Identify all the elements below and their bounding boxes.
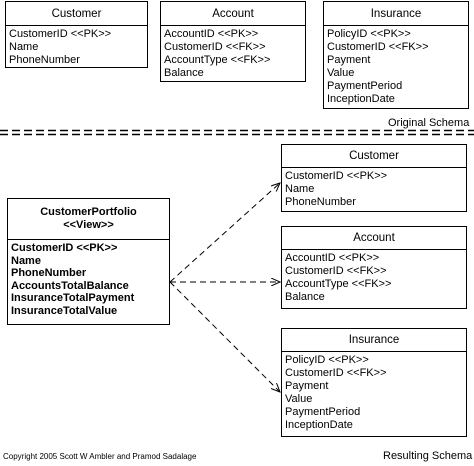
attribute: CustomerID <<FK>> bbox=[164, 41, 266, 53]
attribute: Name bbox=[11, 254, 41, 267]
attribute: CustomerID <<PK>> bbox=[11, 242, 118, 254]
attribute: Balance bbox=[285, 291, 325, 303]
attribute: AccountID <<PK>> bbox=[285, 252, 380, 264]
resulting-account-table: Account AccountID <<PK>> CustomerID <<FK… bbox=[281, 226, 467, 309]
attribute-list: AccountID <<PK>> CustomerID <<FK>> Accou… bbox=[161, 26, 305, 80]
attribute: InsuranceTotalPayment bbox=[11, 292, 135, 304]
attribute: AccountType <<FK>> bbox=[164, 54, 271, 66]
attribute-list: CustomerID <<PK>> Name PhoneNumber bbox=[6, 26, 147, 67]
attribute: Balance bbox=[164, 67, 204, 79]
attribute-list: CustomerID <<PK>> Name PhoneNumber Accou… bbox=[8, 240, 169, 317]
copyright-text: Copyright 2005 Scott W Ambler and Pramod… bbox=[3, 452, 197, 461]
attribute: Name bbox=[9, 41, 39, 53]
attribute: PolicyID <<PK>> bbox=[327, 28, 411, 40]
view-name: CustomerPortfolio bbox=[40, 206, 137, 218]
attribute: Payment bbox=[327, 54, 371, 66]
attribute: PhoneNumber bbox=[285, 196, 356, 208]
attribute: Payment bbox=[285, 380, 329, 392]
attribute: Name bbox=[285, 183, 315, 195]
attribute: PolicyID <<PK>> bbox=[285, 354, 369, 366]
attribute: AccountType <<FK>> bbox=[285, 278, 392, 290]
attribute: CustomerID <<PK>> bbox=[285, 170, 388, 182]
attribute: AccountID <<PK>> bbox=[164, 28, 259, 40]
attribute: PaymentPeriod bbox=[327, 80, 403, 92]
attribute: InceptionDate bbox=[327, 93, 395, 105]
resulting-customer-table: Customer CustomerID <<PK>> Name PhoneNum… bbox=[281, 144, 467, 212]
attribute: AccountsTotalBalance bbox=[11, 279, 129, 292]
attribute: PaymentPeriod bbox=[285, 406, 361, 418]
table-name: Insurance bbox=[282, 329, 466, 352]
view-header: CustomerPortfolio <<View>> bbox=[8, 199, 169, 240]
original-schema-caption: Original Schema bbox=[388, 117, 470, 129]
attribute: InceptionDate bbox=[285, 419, 353, 431]
view-to-customer-arrow bbox=[169, 183, 280, 283]
attribute: InsuranceTotalValue bbox=[11, 304, 118, 317]
table-name: Account bbox=[282, 227, 466, 250]
table-name: Customer bbox=[6, 2, 147, 26]
attribute-list: PolicyID <<PK>> CustomerID <<FK>> Paymen… bbox=[282, 352, 466, 432]
resulting-schema-caption: Resulting Schema bbox=[383, 450, 473, 462]
customer-portfolio-view: CustomerPortfolio <<View>> CustomerID <<… bbox=[7, 198, 170, 325]
original-insurance-table: Insurance PolicyID <<PK>> CustomerID <<F… bbox=[323, 1, 469, 109]
attribute-list: PolicyID <<PK>> CustomerID <<FK>> Paymen… bbox=[324, 26, 468, 106]
view-stereotype: <<View>> bbox=[63, 219, 114, 231]
resulting-insurance-table: Insurance PolicyID <<PK>> CustomerID <<F… bbox=[281, 328, 467, 437]
attribute: CustomerID <<FK>> bbox=[285, 265, 387, 277]
table-name: Insurance bbox=[324, 2, 468, 26]
view-to-insurance-arrow bbox=[169, 281, 280, 392]
original-customer-table: Customer CustomerID <<PK>> Name PhoneNum… bbox=[5, 1, 148, 68]
attribute: Value bbox=[327, 67, 355, 79]
attribute: PhoneNumber bbox=[11, 267, 87, 279]
attribute: PhoneNumber bbox=[9, 54, 80, 66]
attribute: CustomerID <<FK>> bbox=[285, 367, 387, 379]
table-name: Customer bbox=[282, 145, 466, 168]
table-name: Account bbox=[161, 2, 305, 26]
original-account-table: Account AccountID <<PK>> CustomerID <<FK… bbox=[160, 1, 306, 82]
attribute-list: AccountID <<PK>> CustomerID <<FK>> Accou… bbox=[282, 250, 466, 304]
attribute: CustomerID <<FK>> bbox=[327, 41, 429, 53]
attribute-list: CustomerID <<PK>> Name PhoneNumber bbox=[282, 168, 466, 209]
attribute: CustomerID <<PK>> bbox=[9, 28, 112, 40]
attribute: Value bbox=[285, 393, 313, 405]
